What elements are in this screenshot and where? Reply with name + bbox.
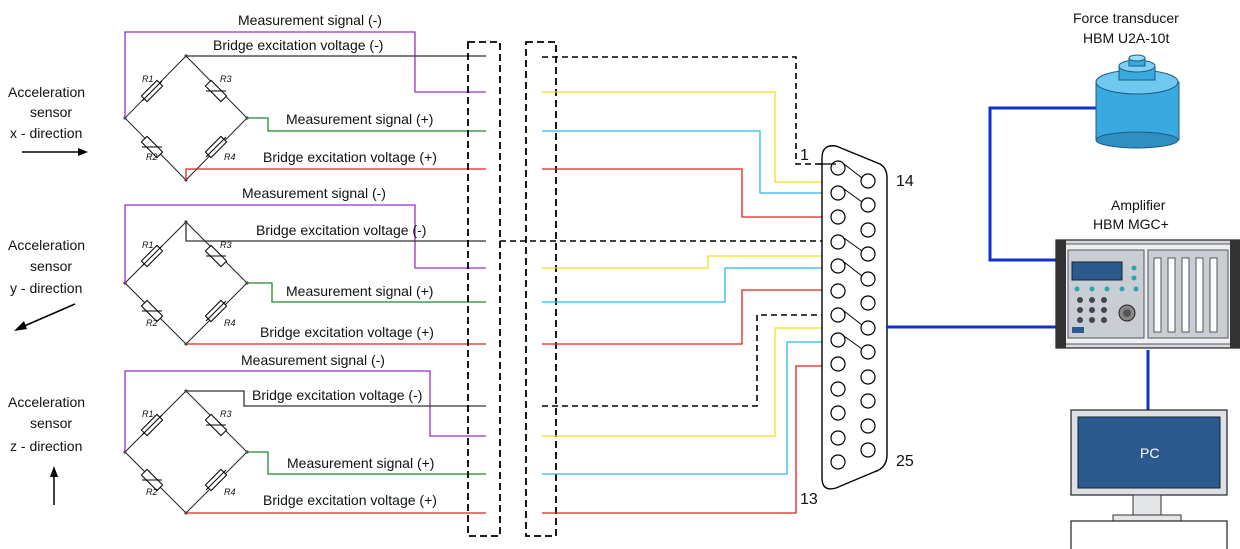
r1-label: R1 xyxy=(142,409,154,419)
resistor-r2-icon xyxy=(140,468,164,492)
pc-label: PC xyxy=(1140,445,1159,461)
bridge-z: R1 R2 R3 R4 xyxy=(123,389,249,515)
amplifier-title: Amplifier xyxy=(1111,197,1166,213)
monitor-icon xyxy=(1070,409,1228,549)
resistor-r2-icon xyxy=(140,135,164,159)
bridge-x: R1 R2 R3 R4 xyxy=(123,54,249,182)
sensor-z-label-line3: z - direction xyxy=(10,438,82,454)
resistor-r1-icon xyxy=(140,79,164,103)
connector-cables xyxy=(500,56,862,514)
z-measurement-minus-label: Measurement signal (-) xyxy=(241,352,385,368)
resistor-r3-icon xyxy=(204,244,228,268)
r2-label: R2 xyxy=(146,152,158,162)
r1-label: R1 xyxy=(142,240,154,250)
sensor-y-label-line1: Acceleration xyxy=(8,237,85,253)
resistor-r3-icon xyxy=(204,413,228,437)
sensor-x-label-line2: sensor xyxy=(30,104,72,120)
x-excitation-minus-label: Bridge excitation voltage (-) xyxy=(213,37,383,53)
r2-label: R2 xyxy=(146,487,158,497)
y-excitation-plus-label: Bridge excitation voltage (+) xyxy=(260,324,434,340)
z-excitation-plus-label: Bridge excitation voltage (+) xyxy=(263,492,437,508)
x-measurement-minus-label: Measurement signal (-) xyxy=(238,12,382,28)
x-measurement-plus-label: Measurement signal (+) xyxy=(286,111,433,127)
x-excitation-plus-label: Bridge excitation voltage (+) xyxy=(263,149,437,165)
wire-z-measurement-minus xyxy=(124,370,486,452)
r2-label: R2 xyxy=(146,318,158,328)
bus-lines xyxy=(886,106,1150,410)
y-excitation-minus-label: Bridge excitation voltage (-) xyxy=(256,222,426,238)
cable-plug-left xyxy=(467,41,501,537)
cable-plug-right xyxy=(525,41,557,537)
wire-y-measurement-plus xyxy=(247,282,486,303)
resistor-r4-icon xyxy=(204,135,228,159)
wire-x-excitation-plus xyxy=(185,168,486,180)
transducer-model: HBM U2A-10t xyxy=(1083,30,1169,46)
wire-y-measurement-minus xyxy=(124,204,486,283)
sensor-y-label-line2: sensor xyxy=(30,258,72,274)
r1-label: R1 xyxy=(142,74,154,84)
resistor-r2-icon xyxy=(140,299,164,323)
connector-pins xyxy=(830,160,876,470)
amplifier-icon xyxy=(1055,239,1240,349)
sensor-x-arrow xyxy=(22,148,88,156)
amplifier-model: HBM MGC+ xyxy=(1093,216,1169,232)
resistor-r3-icon xyxy=(204,79,228,103)
sensor-block-x: Acceleration sensor x - direction R1 R2 … xyxy=(8,12,486,182)
load-cell-icon xyxy=(1095,54,1180,149)
y-measurement-plus-label: Measurement signal (+) xyxy=(286,283,433,299)
wire-z-excitation-minus-path xyxy=(186,390,486,407)
sensor-y-label-line3: y - direction xyxy=(10,280,82,296)
sensor-y-arrow xyxy=(14,303,76,331)
sensor-block-z: Acceleration sensor z - direction R1 R2 … xyxy=(8,352,486,515)
sensor-z-arrow xyxy=(50,466,58,505)
sensor-x-label-line3: x - direction xyxy=(10,125,82,141)
pin-13-label: 13 xyxy=(800,491,818,508)
pc: PC xyxy=(1070,409,1228,549)
resistor-r4-icon xyxy=(204,468,228,492)
z-measurement-plus-label: Measurement signal (+) xyxy=(287,455,434,471)
wire-z-measurement-plus xyxy=(247,451,486,475)
resistor-r1-icon xyxy=(140,413,164,437)
sensor-x-label-line1: Acceleration xyxy=(8,84,85,100)
resistor-r4-icon xyxy=(204,299,228,323)
y-measurement-minus-label: Measurement signal (-) xyxy=(242,185,386,201)
r4-label: R4 xyxy=(224,318,236,328)
sensor-z-label-line2: sensor xyxy=(30,415,72,431)
r3-label: R3 xyxy=(220,409,232,419)
pin-1-label: 1 xyxy=(800,147,809,164)
pin-25-label: 25 xyxy=(896,453,914,470)
sensor-block-y: Acceleration sensor y - direction R1 R2 … xyxy=(8,185,486,346)
z-excitation-minus-label: Bridge excitation voltage (-) xyxy=(252,387,422,403)
r3-label: R3 xyxy=(220,240,232,250)
force-transducer: Force transducer HBM U2A-10t xyxy=(1073,10,1180,149)
r4-label: R4 xyxy=(224,152,236,162)
wire-x-measurement-minus xyxy=(124,31,486,118)
wire-y-excitation-minus xyxy=(185,222,486,242)
transducer-title: Force transducer xyxy=(1073,10,1179,26)
r3-label: R3 xyxy=(220,74,232,84)
dsub25-connector: 1 14 25 13 xyxy=(800,145,914,508)
sensor-z-label-line1: Acceleration xyxy=(8,394,85,410)
pin-14-label: 14 xyxy=(896,173,914,190)
amplifier: Amplifier HBM MGC+ xyxy=(1055,197,1240,349)
r4-label: R4 xyxy=(224,487,236,497)
wire-x-measurement-plus xyxy=(247,117,486,132)
resistor-r1-icon xyxy=(140,244,164,268)
